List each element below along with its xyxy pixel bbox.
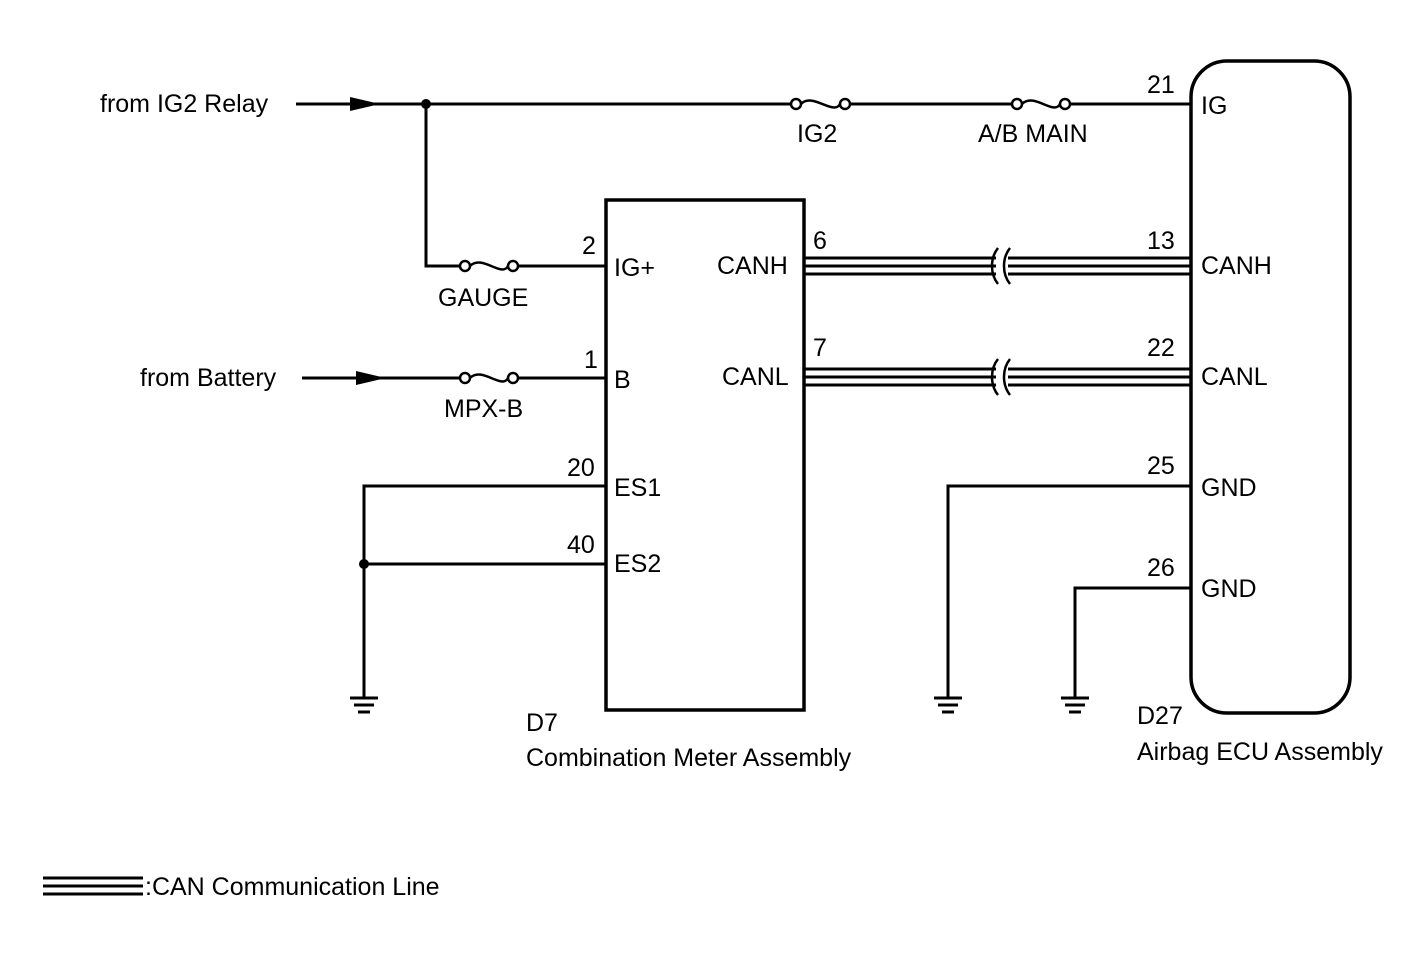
meter-pin-ig-plus-label: IG+ [614,254,655,282]
ig2-fuse: IG2 [789,97,852,148]
ig2-feed-line: from IG2 Relay [100,90,790,118]
meter-pin-es2-label: ES2 [614,550,661,578]
meter-pin-b-label: B [614,366,631,394]
ground-icon [1061,696,1089,714]
meter-pin-b-num: 1 [584,346,598,374]
ecu-pin-gnd1-num: 25 [1147,452,1175,480]
ab-main-fuse-label: A/B MAIN [978,120,1088,148]
gauge-fuse-label: GAUGE [438,284,528,312]
ecu-pin-canh-label: CANH [1201,252,1272,280]
ecu-pin-canh-num: 13 [1147,227,1175,255]
ecu-pin-gnd2-label: GND [1201,575,1257,603]
can-line-legend-icon [43,876,143,896]
ecu-pin-canl-num: 22 [1147,334,1175,362]
legend: :CAN Communication Line [43,873,440,901]
canl-line [804,358,1190,396]
meter-pin-canh-label: CANH [717,252,788,280]
ecu-pin-canl-label: CANL [1201,363,1268,391]
meter-connector-code: D7 [526,709,558,737]
combination-meter-assembly: 2 IG+ 1 B 20 ES1 40 ES2 6 CANH 7 CANL D7… [526,198,852,772]
wire-break-icon [990,358,1012,396]
meter-pin-canh-num: 6 [813,227,827,255]
meter-pin-es1-num: 20 [567,454,595,482]
gauge-fuse: GAUGE [438,259,528,312]
ground-icon [934,696,962,714]
ecu-pin-gnd1-label: GND [1201,474,1257,502]
meter-pin-es1-label: ES1 [614,474,661,502]
meter-pin-ig-plus-num: 2 [582,232,596,260]
ecu-connector-code: D27 [1137,702,1183,730]
mpx-b-fuse: MPX-B [444,371,523,423]
battery-feed-line: from Battery [140,364,460,392]
can-line-legend-label: :CAN Communication Line [145,873,440,901]
ig2-fuse-label: IG2 [797,120,837,148]
ecu-pin-ig-label: IG [1201,92,1227,120]
ecu-pin-ig-num: 21 [1147,71,1175,99]
mpx-b-fuse-label: MPX-B [444,395,523,423]
meter-assembly-name: Combination Meter Assembly [526,744,852,772]
canh-line [804,247,1190,285]
ground-icon [350,696,378,714]
battery-arrow-icon [356,371,386,385]
meter-pin-es2-num: 40 [567,531,595,559]
airbag-ecu-assembly: 21 IG 13 CANH 22 CANL 25 GND 26 GND D27 … [1137,59,1383,766]
meter-pin-canl-num: 7 [813,334,827,362]
ig2-arrow-icon [350,97,380,111]
ab-main-fuse: A/B MAIN [978,97,1088,148]
wire-break-icon [990,247,1012,285]
battery-source-label: from Battery [140,364,277,392]
ground-junction-dot [359,559,369,569]
ig2-relay-source-label: from IG2 Relay [100,90,269,118]
meter-pin-canl-label: CANL [722,363,789,391]
ecu-pin-gnd2-num: 26 [1147,554,1175,582]
ecu-assembly-name: Airbag ECU Assembly [1137,738,1383,766]
